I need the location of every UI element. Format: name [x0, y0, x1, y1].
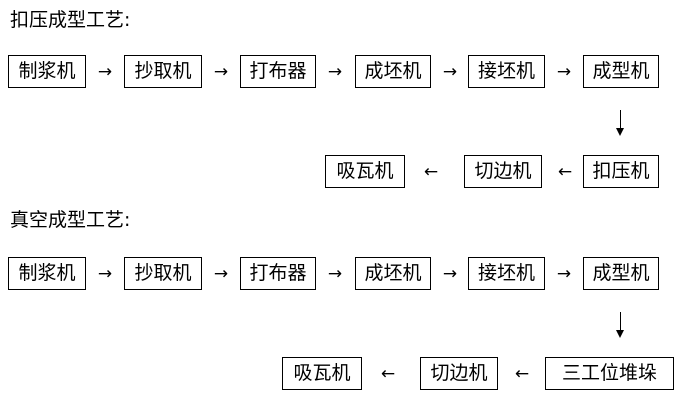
- node-cloth-spreader-2: 打布器: [240, 257, 316, 290]
- node-blank-former-1: 成坯机: [355, 55, 431, 88]
- arrow-down-icon: [614, 110, 628, 136]
- node-cloth-spreader-1: 打布器: [240, 55, 316, 88]
- node-tile-suction-1: 吸瓦机: [325, 155, 405, 188]
- arrow-left-icon: ←: [380, 364, 396, 384]
- node-pulper-2: 制浆机: [8, 257, 86, 290]
- arrow-down-head: [616, 128, 624, 136]
- node-blank-receiver-2: 接坯机: [468, 257, 545, 290]
- arrow-down-icon: [614, 312, 628, 338]
- arrow-right-icon: →: [442, 62, 458, 82]
- arrow-right-icon: →: [556, 62, 572, 82]
- node-blank-receiver-1: 接坯机: [468, 55, 545, 88]
- arrow-down-shaft: [620, 110, 621, 130]
- node-buckle-press-1: 扣压机: [583, 155, 659, 188]
- arrow-left-icon: ←: [557, 162, 573, 182]
- arrow-right-icon: →: [556, 264, 572, 284]
- node-copier-2: 抄取机: [124, 257, 202, 290]
- arrow-right-icon: →: [327, 62, 343, 82]
- arrow-down-head: [616, 330, 624, 338]
- node-pulper-1: 制浆机: [8, 55, 86, 88]
- node-copier-1: 抄取机: [124, 55, 202, 88]
- arrow-right-icon: →: [213, 264, 229, 284]
- node-three-station-stacker: 三工位堆垛: [545, 357, 674, 390]
- node-forming-machine-2: 成型机: [583, 257, 659, 290]
- arrow-down-shaft: [620, 312, 621, 332]
- node-forming-machine-1: 成型机: [583, 55, 659, 88]
- node-tile-suction-2: 吸瓦机: [282, 357, 362, 390]
- arrow-right-icon: →: [97, 264, 113, 284]
- arrow-left-icon: ←: [423, 162, 439, 182]
- section-title-buckle-forming: 扣压成型工艺:: [10, 9, 131, 31]
- arrow-right-icon: →: [327, 264, 343, 284]
- arrow-right-icon: →: [442, 264, 458, 284]
- node-edge-trimmer-2: 切边机: [420, 357, 498, 390]
- section-title-vacuum-forming: 真空成型工艺:: [10, 209, 131, 231]
- arrow-right-icon: →: [97, 62, 113, 82]
- node-blank-former-2: 成坯机: [355, 257, 431, 290]
- node-edge-trimmer-1: 切边机: [464, 155, 542, 188]
- arrow-left-icon: ←: [514, 364, 530, 384]
- arrow-right-icon: →: [213, 62, 229, 82]
